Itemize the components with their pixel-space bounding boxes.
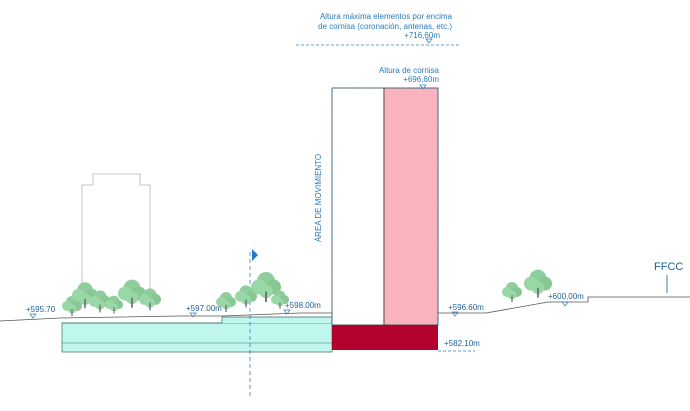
level-600: +600,00m bbox=[548, 292, 584, 301]
flag-icon bbox=[252, 249, 258, 261]
tree-icon bbox=[62, 272, 289, 316]
tree-icon bbox=[502, 269, 552, 302]
level-596: +596.60m bbox=[448, 303, 484, 312]
underground-slab bbox=[61, 322, 333, 353]
underground-upper-step bbox=[62, 316, 333, 324]
existing-tower-outline bbox=[81, 173, 151, 295]
max-height-level: +716,60m bbox=[404, 31, 440, 40]
movement-envelope bbox=[331, 87, 439, 325]
movement-area-label: ÁREA DE MOVIMIENTO bbox=[314, 154, 323, 242]
level-582: +582.10m bbox=[444, 339, 480, 348]
tower-podium bbox=[332, 325, 438, 350]
level-598: +598.00m bbox=[285, 301, 321, 310]
cornice-label: Altura de cornisa bbox=[379, 66, 440, 75]
level-triangle-icon bbox=[29, 38, 569, 319]
level-595: +595.70 bbox=[26, 305, 56, 314]
tower-white-block bbox=[331, 87, 385, 326]
level-597: +597.00m bbox=[186, 304, 222, 313]
ffcc-label: FFCC bbox=[654, 261, 683, 273]
tower-pink-block bbox=[383, 87, 439, 326]
max-height-label-line1: Altura máxima elementos por encima bbox=[320, 12, 453, 21]
cornice-level: +696,60m bbox=[403, 75, 439, 84]
max-height-label-line2: de cornisa (coronación, antenas, etc.) bbox=[318, 22, 452, 31]
